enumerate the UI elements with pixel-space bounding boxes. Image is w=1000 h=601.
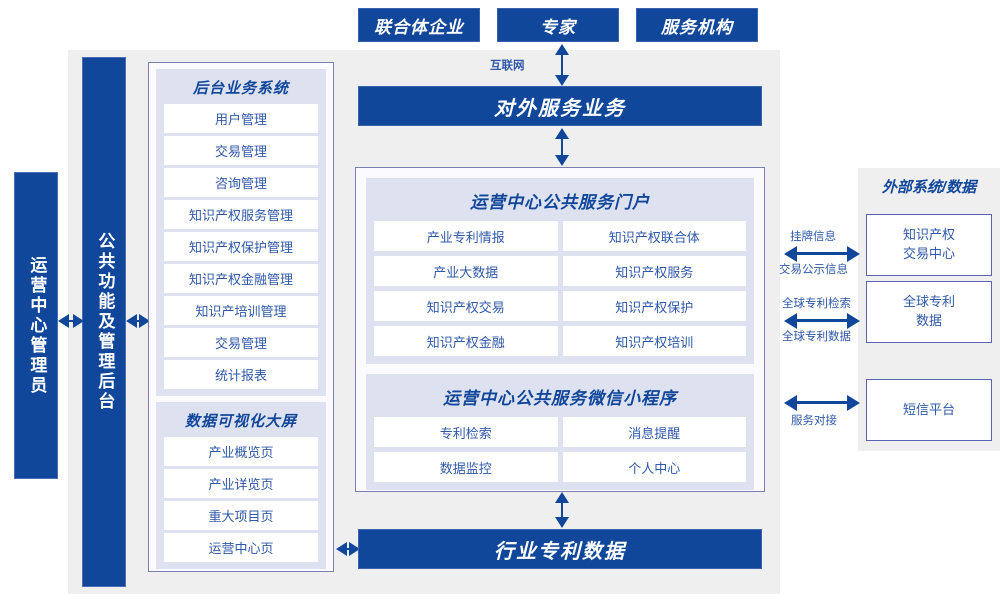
module-cell[interactable]: 统计报表 [164, 360, 318, 389]
portal-cell[interactable]: 产业专利情报 [374, 221, 558, 251]
actor-label: 联合体企业 [374, 17, 464, 37]
industry-patent-data-bar[interactable]: 行业专利数据 [358, 529, 762, 569]
edge-label-service-docking: 服务对接 [791, 415, 837, 427]
pillar-operation-center-admin[interactable]: 运营中心管理员 [14, 172, 58, 479]
ip-trading-edge-arrow-icon [784, 245, 860, 263]
module-cell[interactable]: 交易管理 [164, 136, 318, 165]
group-backend-business-system: 后台业务系统 用户管理 交易管理 咨询管理 知识产权服务管理 知识产权保护管理 … [156, 69, 326, 396]
public-service-frame: 运营中心公共服务门户 产业专利情报 知识产权联合体 产业大数据 知识产权服务 知… [355, 167, 765, 492]
external-box-ip-trading-center[interactable]: 知识产权 交易中心 [866, 214, 992, 276]
internet-label: 互联网 [490, 60, 525, 72]
modules-to-patent-data-arrow-icon [336, 540, 360, 558]
actor-box-service-agency[interactable]: 服务机构 [636, 8, 758, 42]
panel-wechat-miniprogram: 运营中心公共服务微信小程序 专利检索 消息提醒 数据监控 个人中心 [366, 374, 754, 490]
actor-box-alliance-enterprise[interactable]: 联合体企业 [358, 8, 480, 42]
portal-cell[interactable]: 知识产权保护 [562, 291, 746, 321]
module-cell[interactable]: 知识产权保护管理 [164, 232, 318, 261]
module-cell[interactable]: 知识产权金融管理 [164, 264, 318, 293]
sms-edge-arrow-icon [784, 394, 860, 412]
backend-modules-frame: 后台业务系统 用户管理 交易管理 咨询管理 知识产权服务管理 知识产权保护管理 … [148, 62, 334, 572]
external-box-line2: 交易中心 [902, 246, 955, 261]
external-box-line1: 知识产权 [902, 227, 955, 243]
module-cell[interactable]: 用户管理 [164, 104, 318, 133]
panel-title: 运营中心公共服务微信小程序 [443, 389, 677, 408]
miniprogram-cell[interactable]: 数据监控 [374, 452, 558, 482]
group-title: 数据可视化大屏 [184, 413, 297, 430]
external-box-line1: 全球专利 [902, 294, 955, 310]
global-patent-edge-arrow-icon [784, 312, 860, 330]
service-to-portal-arrow-icon [551, 128, 573, 166]
external-service-business-bar[interactable]: 对外服务业务 [358, 86, 762, 126]
portal-cell[interactable]: 知识产权联合体 [562, 221, 746, 251]
service-bar-label: 对外服务业务 [494, 97, 626, 120]
panel-public-service-portal: 运营中心公共服务门户 产业专利情报 知识产权联合体 产业大数据 知识产权服务 知… [366, 178, 754, 364]
pillar-label: 公共功能及管理后台 [95, 232, 115, 412]
actor-label: 专家 [540, 17, 576, 37]
external-box-line2: 数据 [915, 313, 942, 328]
module-cell[interactable]: 咨询管理 [164, 168, 318, 197]
miniprogram-grid: 专利检索 消息提醒 数据监控 个人中心 [374, 417, 746, 482]
miniprogram-cell[interactable]: 个人中心 [562, 452, 746, 482]
external-box-global-patent-data[interactable]: 全球专利 数据 [866, 281, 992, 343]
portal-cell[interactable]: 产业大数据 [374, 256, 558, 286]
actor-box-expert[interactable]: 专家 [497, 8, 619, 42]
portal-cell[interactable]: 知识产权服务 [562, 256, 746, 286]
group-title: 后台业务系统 [192, 80, 289, 97]
external-systems-title: 外部系统/数据 [881, 179, 977, 196]
portal-grid: 产业专利情报 知识产权联合体 产业大数据 知识产权服务 知识产权交易 知识产权保… [374, 221, 746, 356]
module-cell[interactable]: 交易管理 [164, 328, 318, 357]
portal-cell[interactable]: 知识产权培训 [562, 326, 746, 356]
module-cell[interactable]: 重大项目页 [164, 501, 318, 530]
pillar-label: 运营中心管理员 [27, 255, 47, 396]
edge-label-listing-info: 挂牌信息 [790, 231, 836, 243]
module-cell[interactable]: 知识产权服务管理 [164, 200, 318, 229]
core-to-modules-arrow-icon [126, 312, 150, 330]
bottom-bar-label: 行业专利数据 [494, 540, 626, 563]
edge-label-global-patent-data: 全球专利数据 [782, 331, 851, 343]
internet-arrow-icon [551, 44, 573, 86]
pillar-common-functions-backend[interactable]: 公共功能及管理后台 [82, 57, 126, 587]
group-data-visualization-screen: 数据可视化大屏 产业概览页 产业详览页 重大项目页 运营中心页 [156, 402, 326, 569]
module-cell[interactable]: 产业概览页 [164, 437, 318, 466]
external-box-sms-platform[interactable]: 短信平台 [866, 379, 992, 441]
actor-label: 服务机构 [661, 17, 733, 37]
edge-label-trade-disclosure: 交易公示信息 [779, 264, 848, 276]
portal-cell[interactable]: 知识产权金融 [374, 326, 558, 356]
admin-to-core-arrow-icon [58, 312, 84, 330]
module-cell[interactable]: 产业详览页 [164, 469, 318, 498]
miniprogram-cell[interactable]: 专利检索 [374, 417, 558, 447]
portal-to-patent-data-arrow-icon [551, 492, 573, 528]
miniprogram-cell[interactable]: 消息提醒 [562, 417, 746, 447]
external-box-line1: 短信平台 [902, 401, 955, 417]
module-cell[interactable]: 运营中心页 [164, 533, 318, 562]
panel-title: 运营中心公共服务门户 [470, 193, 650, 212]
module-cell[interactable]: 知识产培训管理 [164, 296, 318, 325]
edge-label-global-patent-search: 全球专利检索 [782, 298, 851, 310]
portal-cell[interactable]: 知识产权交易 [374, 291, 558, 321]
